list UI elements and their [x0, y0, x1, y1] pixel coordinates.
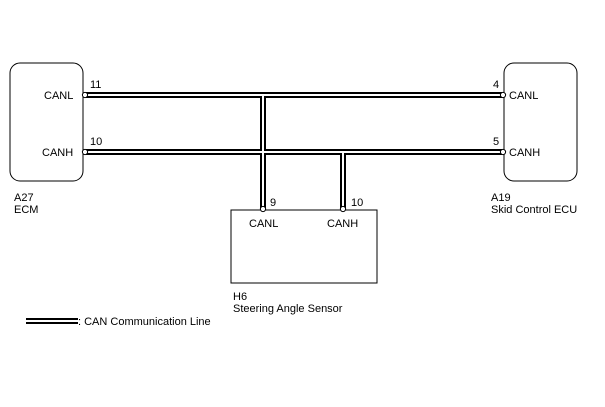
- sensor-canh-label: CANH: [327, 218, 358, 230]
- can-lines: [86, 92, 502, 208]
- skid-code: A19: [491, 192, 511, 204]
- sensor-code: H6: [233, 291, 247, 303]
- steering-angle-sensor-box: [230, 209, 378, 284]
- ecm-canl-pin-number: 11: [90, 79, 101, 91]
- legend: : CAN Communication Line: [26, 316, 211, 328]
- skid-name: Skid Control ECU: [491, 204, 577, 216]
- legend-label: : CAN Communication Line: [78, 316, 211, 328]
- ecm-code: A27: [14, 192, 34, 204]
- sensor-canl-pin-number: 9: [270, 197, 276, 209]
- ecm-box: [9, 62, 84, 182]
- ecm-canh-label: CANH: [42, 147, 73, 159]
- ecm-canh-pin-terminal: [81, 148, 89, 156]
- ecm-canh-pin-number: 10: [90, 136, 102, 148]
- sensor-canh-pin-terminal: [339, 205, 347, 213]
- skid-canh-pin-number: 5: [493, 136, 499, 148]
- sensor-canl-pin-terminal: [259, 205, 267, 213]
- skid-canl-label: CANL: [509, 90, 538, 102]
- ecm-canl-pin-terminal: [81, 91, 89, 99]
- skid-canl-pin-terminal: [499, 91, 507, 99]
- sensor-canh-pin-number: 10: [351, 197, 363, 209]
- ecm-name: ECM: [14, 204, 38, 216]
- skid-canh-label: CANH: [509, 147, 540, 159]
- ecm-canl-label: CANL: [44, 90, 73, 102]
- skid-canh-pin-terminal: [499, 148, 507, 156]
- skid-control-ecu-box: [503, 62, 578, 182]
- skid-canl-pin-number: 4: [493, 79, 499, 91]
- sensor-canl-label: CANL: [249, 218, 278, 230]
- sensor-name: Steering Angle Sensor: [233, 303, 343, 315]
